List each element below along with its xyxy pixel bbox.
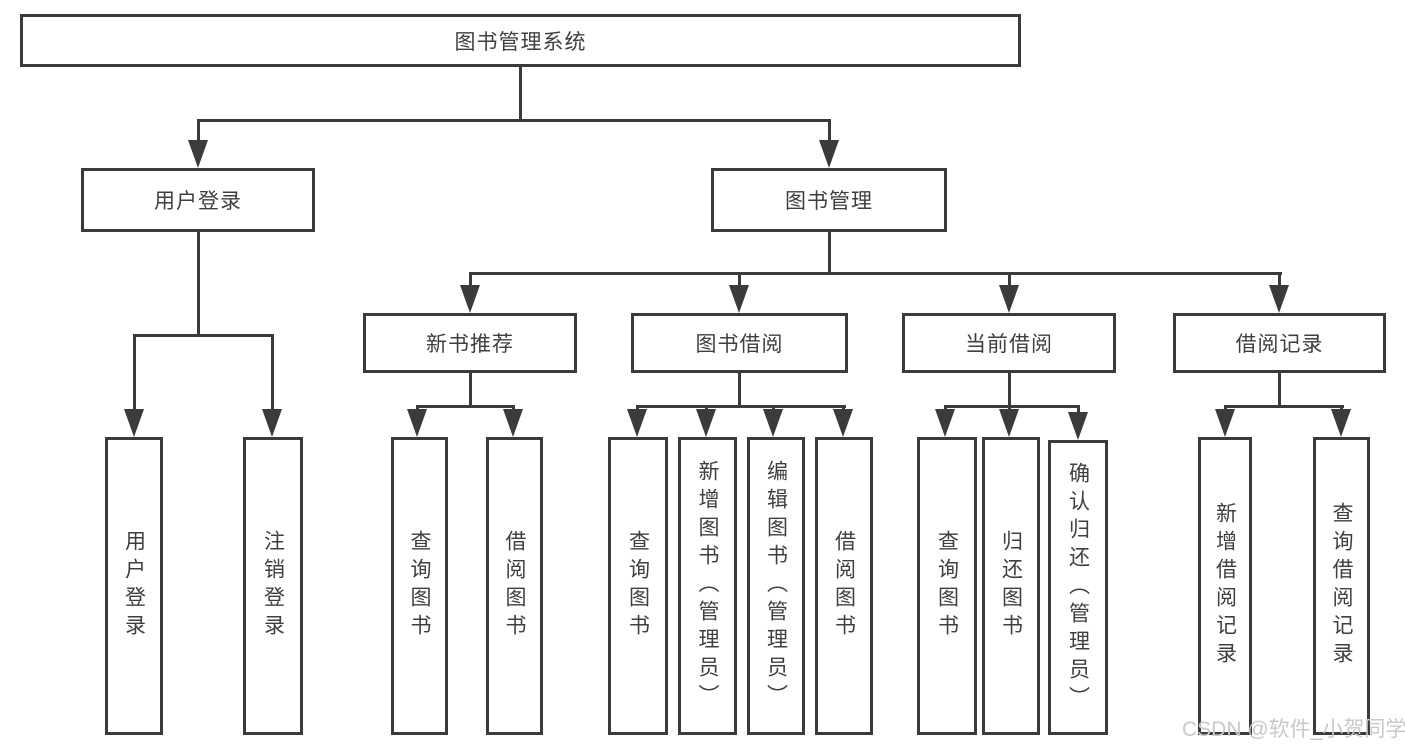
- node-user-login: 用户登录: [81, 168, 315, 232]
- leaf-query-borrow-record: 查询借阅记录: [1313, 437, 1370, 735]
- arrow-down-book-borrow-icon: [729, 285, 749, 313]
- connector-records-rail: [1224, 405, 1344, 408]
- leaf-logout-label: 注销登录: [261, 530, 285, 642]
- arrow-down-leaf-logout-icon: [262, 409, 282, 437]
- connector-drop-current-borrow: [1008, 274, 1011, 288]
- node-book-borrow: 图书借阅: [631, 313, 848, 373]
- leaf-query-borrow-record-label: 查询借阅记录: [1330, 502, 1354, 670]
- connector-current-rail: [944, 405, 1080, 408]
- leaf-recommend-query-books: 查询图书: [391, 437, 448, 735]
- leaf-edit-book-admin: 编辑图书（管理员）: [747, 437, 805, 735]
- leaf-user-login: 用户登录: [105, 437, 163, 735]
- arrow-down-borrow-borrow-icon: [833, 409, 853, 437]
- leaf-recommend-query-books-label: 查询图书: [408, 530, 432, 642]
- leaf-borrow-query-books: 查询图书: [608, 437, 668, 735]
- connector-recommend-stem: [469, 373, 472, 407]
- arrow-down-current-borrow-icon: [999, 285, 1019, 313]
- leaf-return-books-label: 归还图书: [999, 530, 1023, 642]
- connector-drop-leaf-user-login: [133, 336, 136, 412]
- arrow-down-current-return-icon: [999, 409, 1019, 437]
- node-current-borrow: 当前借阅: [902, 313, 1116, 373]
- arrow-down-borrow-add-icon: [696, 409, 716, 437]
- arrow-down-current-query-icon: [935, 409, 955, 437]
- connector-book-management-stem: [828, 232, 831, 275]
- leaf-current-query-books-label: 查询图书: [935, 530, 959, 642]
- connector-borrow-rail: [636, 405, 846, 408]
- leaf-borrow-query-books-label: 查询图书: [626, 530, 650, 642]
- arrow-down-records-query-icon: [1331, 409, 1351, 437]
- arrow-down-borrow-records-icon: [1269, 285, 1289, 313]
- leaf-recommend-borrow-books: 借阅图书: [486, 437, 543, 735]
- node-borrow-records: 借阅记录: [1173, 313, 1386, 373]
- leaf-current-query-books: 查询图书: [917, 437, 977, 735]
- connector-level2-rail: [197, 119, 831, 122]
- connector-current-stem: [1008, 373, 1011, 407]
- connector-user-login-rail: [133, 334, 274, 337]
- node-book-management: 图书管理: [711, 168, 947, 232]
- leaf-user-login-label: 用户登录: [122, 530, 146, 642]
- connector-drop-borrow-records: [1278, 274, 1281, 288]
- connector-drop-book-borrow: [738, 274, 741, 288]
- arrow-down-borrow-edit-icon: [763, 409, 783, 437]
- leaf-add-borrow-record-label: 新增借阅记录: [1213, 502, 1237, 670]
- arrow-down-user-login-icon: [188, 140, 208, 168]
- leaf-return-books: 归还图书: [982, 437, 1040, 735]
- connector-drop-user-login: [197, 121, 200, 146]
- leaf-confirm-return-admin-label: 确认归还（管理员）: [1066, 461, 1090, 714]
- leaf-confirm-return-admin: 确认归还（管理员）: [1048, 440, 1108, 735]
- arrow-down-book-management-icon: [819, 140, 839, 168]
- leaf-borrow-books-label: 借阅图书: [832, 530, 856, 642]
- connector-recommend-rail: [416, 405, 515, 408]
- leaf-edit-book-admin-label: 编辑图书（管理员）: [764, 460, 788, 712]
- csdn-watermark: CSDN @软件_小贺同学: [1182, 718, 1405, 741]
- leaf-add-book-admin-label: 新增图书（管理员）: [696, 460, 720, 712]
- leaf-logout: 注销登录: [243, 437, 303, 735]
- arrow-down-new-book-recommend-icon: [460, 285, 480, 313]
- arrow-down-leaf-user-login-icon: [124, 409, 144, 437]
- arrow-down-borrow-query-icon: [627, 409, 647, 437]
- connector-borrow-stem: [738, 373, 741, 407]
- node-new-book-recommend: 新书推荐: [363, 313, 577, 373]
- arrow-down-recommend-borrow-icon: [503, 409, 523, 437]
- leaf-add-book-admin: 新增图书（管理员）: [678, 437, 737, 735]
- arrow-down-current-confirm-icon: [1068, 412, 1088, 440]
- node-library-system: 图书管理系统: [20, 14, 1021, 67]
- leaf-borrow-books: 借阅图书: [815, 437, 873, 735]
- connector-records-stem: [1278, 373, 1281, 407]
- connector-drop-leaf-logout: [271, 336, 274, 412]
- connector-drop-new-book-recommend: [469, 274, 472, 288]
- arrow-down-records-add-icon: [1215, 409, 1235, 437]
- connector-drop-book-management: [828, 121, 831, 146]
- connector-user-login-stem: [197, 232, 200, 335]
- arrow-down-recommend-query-icon: [407, 409, 427, 437]
- connector-level3-rail: [469, 272, 1282, 275]
- leaf-add-borrow-record: 新增借阅记录: [1198, 437, 1252, 735]
- connector-root-trunk: [519, 66, 522, 121]
- leaf-recommend-borrow-books-label: 借阅图书: [503, 530, 527, 642]
